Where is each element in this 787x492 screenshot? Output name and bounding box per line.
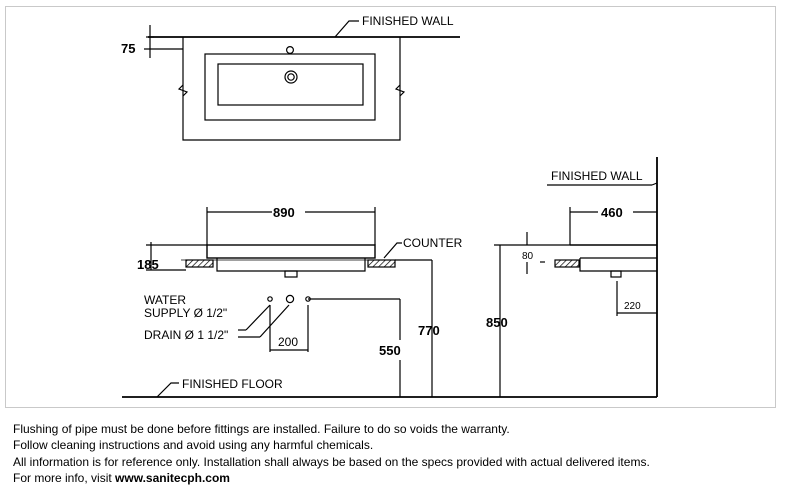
plan-view <box>144 20 460 141</box>
drain-label: DRAIN Ø 1 1/2" <box>144 328 228 342</box>
counter-left <box>185 259 214 268</box>
plan-finished-wall-label: FINISHED WALL <box>362 14 454 28</box>
dim-850: 850 <box>486 315 508 330</box>
more-info-prefix: For more info, visit <box>13 471 116 486</box>
dim-770: 770 <box>418 323 440 338</box>
more-info-url[interactable]: www.sanitecph.com <box>115 471 230 486</box>
dim-200: 200 <box>278 335 298 349</box>
dim-220: 220 <box>624 301 641 312</box>
counter-right <box>367 259 396 268</box>
floor-leader <box>156 382 179 398</box>
dim-890: 890 <box>273 205 295 220</box>
front-view <box>122 207 657 398</box>
plan-basin-bowl <box>217 63 364 106</box>
plan-wall-leader <box>334 20 359 38</box>
water-supply-label: WATER <box>144 293 186 307</box>
side-finished-wall-label: FINISHED WALL <box>551 169 643 183</box>
plan-drain <box>284 70 298 84</box>
note-line: All information is for reference only. I… <box>13 454 650 469</box>
water-supply-point <box>267 296 273 302</box>
water-supply-size: SUPPLY Ø 1/2" <box>144 306 227 320</box>
counter-label: COUNTER <box>403 236 463 250</box>
dim-185: 185 <box>137 257 159 272</box>
front-basin-top <box>206 244 376 259</box>
drain-point <box>285 294 295 304</box>
side-view <box>526 157 658 397</box>
technical-drawing: FINISHED WALL 75 <box>121 14 658 398</box>
notes: Flushing of pipe must be done before fit… <box>13 421 650 487</box>
dim-460: 460 <box>601 205 623 220</box>
dim-75: 75 <box>121 41 135 56</box>
note-line: Follow cleaning instructions and avoid u… <box>13 438 374 453</box>
plan-tap-hole <box>286 45 295 54</box>
note-line: Flushing of pipe must be done before fit… <box>13 422 510 436</box>
more-info-line: For more info, visit www.sanitecph.com <box>13 470 650 486</box>
finished-floor-label: FINISHED FLOOR <box>182 377 283 391</box>
drawing-frame <box>5 6 776 408</box>
side-counter <box>554 259 580 268</box>
dim-80: 80 <box>522 251 534 262</box>
dim-550: 550 <box>379 343 401 358</box>
